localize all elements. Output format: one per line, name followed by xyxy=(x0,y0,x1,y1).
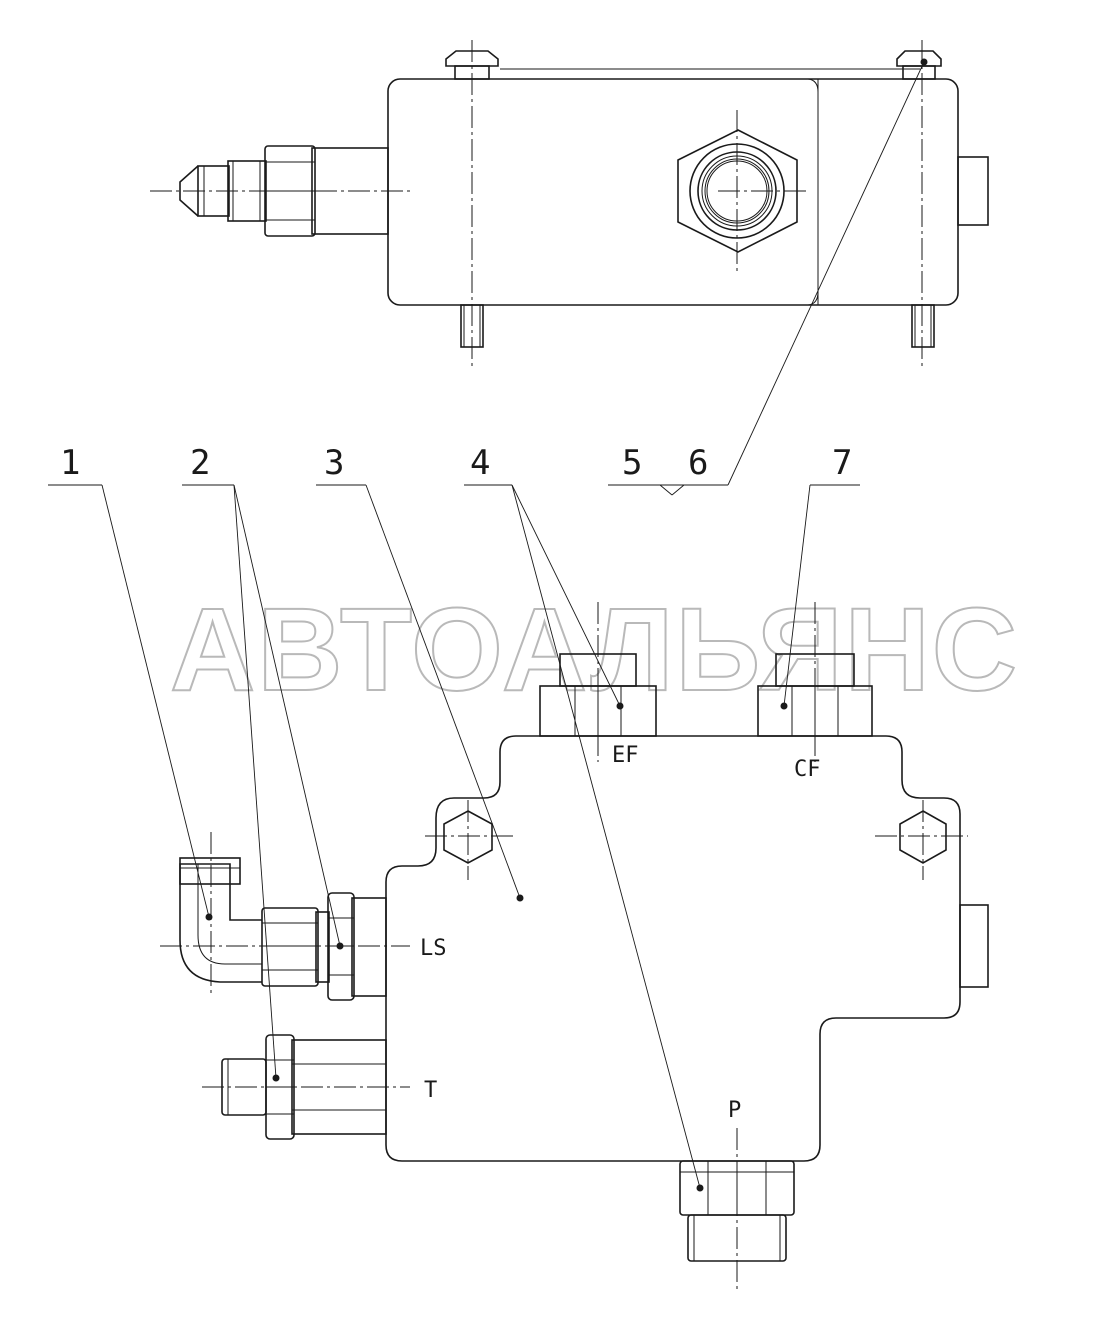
port-label-ls: LS xyxy=(420,936,447,961)
right-side-plug xyxy=(959,904,989,988)
top-bolt-right xyxy=(896,50,942,348)
callout-7: 7 xyxy=(832,443,852,483)
port-labels: EF CF LS T P xyxy=(420,743,821,1123)
callout-leaders xyxy=(48,58,928,1192)
port-label-p: P xyxy=(728,1098,741,1123)
callout-2: 2 xyxy=(190,443,210,483)
port-label-ef: EF xyxy=(612,743,639,768)
port-label-t: T xyxy=(424,1078,437,1103)
mount-bolt-right xyxy=(875,800,968,880)
top-view-body xyxy=(387,78,959,306)
mount-bolt-left xyxy=(425,800,516,880)
front-view xyxy=(160,602,989,1290)
watermark-text: АВТОАЛЬЯНС xyxy=(170,584,1019,716)
callout-3: 3 xyxy=(324,443,344,483)
valve-body xyxy=(385,735,961,1162)
top-view xyxy=(150,40,989,366)
callout-6: 6 xyxy=(688,443,708,483)
callout-1: 1 xyxy=(60,443,80,483)
top-right-plug xyxy=(957,156,989,226)
port-label-cf: CF xyxy=(794,757,821,782)
callout-4: 4 xyxy=(470,443,490,483)
callout-numbers: 1 2 3 4 5 6 7 xyxy=(60,443,852,483)
callout-5: 5 xyxy=(622,443,642,483)
